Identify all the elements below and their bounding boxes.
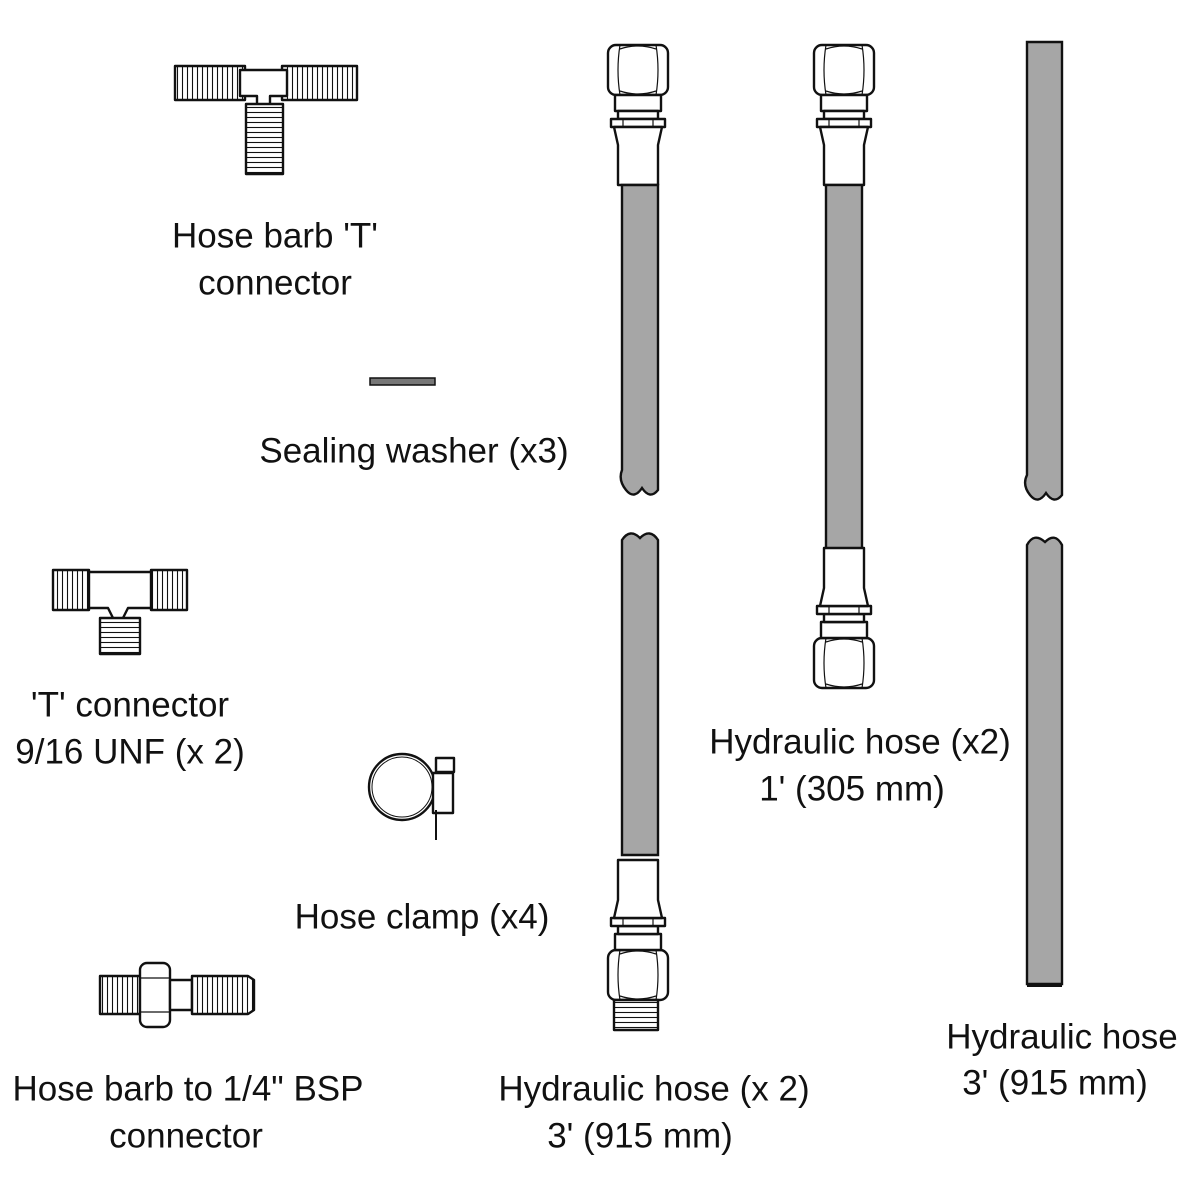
hydraulic-hose-3ft-pair-label-line1: Hydraulic hose (x 2) [498, 1069, 810, 1109]
sealing-washer-icon [369, 377, 436, 386]
hose-barb-bsp-label-line2: connector [109, 1116, 263, 1156]
hose-clamp-icon [367, 752, 456, 840]
hydraulic-hose-3ft-icon [1023, 40, 1064, 987]
hose-barb-t-icon [173, 64, 359, 176]
hose-barb-t-label-line2: connector [198, 263, 352, 303]
hose-barb-t-label-line1: Hose barb 'T' [172, 216, 378, 256]
t-connector-icon [51, 568, 189, 656]
hydraulic-hose-3ft-pair-icon [606, 43, 670, 1032]
hydraulic-hose-1ft-label-line2: 1' (305 mm) [759, 769, 945, 809]
hose-barb-bsp-label-line1: Hose barb to 1/4" BSP [12, 1069, 364, 1109]
hose-barb-bsp-icon [98, 961, 256, 1029]
hydraulic-hose-3ft-label-line2: 3' (915 mm) [962, 1063, 1148, 1103]
hydraulic-hose-1ft-icon [812, 43, 876, 690]
hydraulic-hose-3ft-label-line1: Hydraulic hose [946, 1017, 1178, 1057]
hose-clamp-label: Hose clamp (x4) [294, 897, 550, 937]
t-connector-label-line2: 9/16 UNF (x 2) [15, 732, 245, 772]
t-connector-label-line1: 'T' connector [30, 685, 230, 725]
hydraulic-hose-3ft-pair-label-line2: 3' (915 mm) [547, 1116, 733, 1156]
hydraulic-hose-1ft-label-line1: Hydraulic hose (x2) [709, 722, 1011, 762]
sealing-washer-label: Sealing washer (x3) [259, 431, 569, 471]
